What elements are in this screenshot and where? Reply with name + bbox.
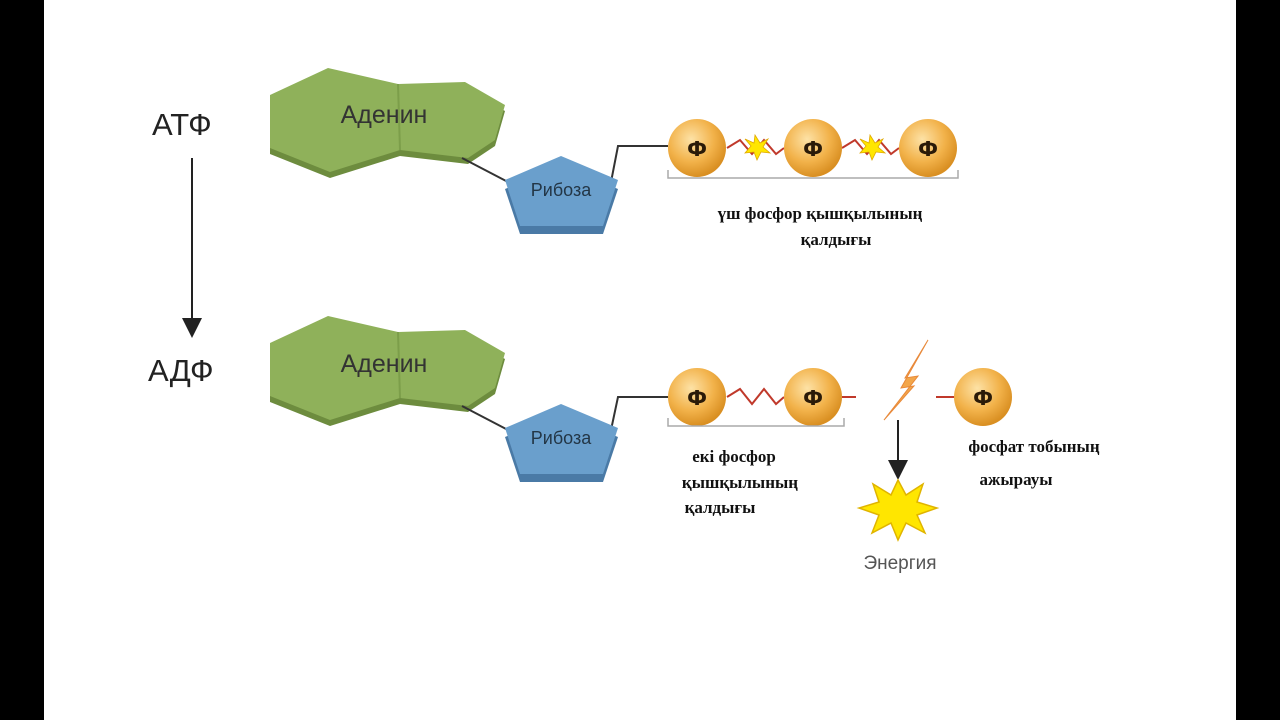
ribose-phosphate-bond	[610, 396, 668, 431]
ribose-label: Рибоза	[531, 180, 592, 200]
energy-label: Энергия	[863, 553, 936, 574]
phosphate-group: Ф	[899, 119, 957, 177]
detached-phosphate: Ф	[936, 368, 1012, 426]
svg-text:Ф: Ф	[687, 137, 707, 161]
svg-text:Ф: Ф	[803, 137, 823, 161]
adenine-molecule: Аденин	[270, 68, 505, 178]
phosphate-bracket	[667, 170, 959, 179]
phosphate-chain: Ф Ф Ф	[667, 119, 959, 179]
phosphate-group: Ф	[668, 119, 726, 177]
adp-caption-line2: қышқылының	[682, 473, 798, 492]
adp-caption-line1: екі фосфор	[692, 447, 776, 466]
phosphate-group: Ф	[668, 368, 726, 426]
ribose-label: Рибоза	[531, 428, 592, 448]
energy-burst-icon	[856, 478, 940, 542]
phosphate-group: Ф	[784, 119, 842, 177]
adenine-molecule: Аденин	[270, 316, 505, 426]
adenine-ribose-bond	[461, 157, 509, 183]
atp-caption-line2: қалдығы	[801, 230, 872, 249]
atp-label: АТФ	[152, 107, 212, 142]
svg-text:Ф: Ф	[687, 386, 707, 410]
lightning-icon	[883, 339, 929, 421]
detached-caption-line2: ажырауы	[980, 470, 1053, 489]
adenine-label: Аденин	[341, 350, 428, 378]
svg-text:Ф: Ф	[803, 386, 823, 410]
slide-canvas: АТФ Аденин Рибоза Ф Ф Ф	[44, 0, 1236, 720]
atp-caption-line1: үш фосфор қышқылының	[718, 204, 923, 223]
adenine-ribose-bond	[461, 405, 509, 431]
svg-text:Ф: Ф	[918, 137, 938, 161]
bond-spark-icon	[744, 133, 772, 161]
adp-label: АДФ	[148, 353, 214, 388]
phosphate-group: Ф	[784, 368, 842, 426]
phosphate-chain: Ф Ф	[667, 368, 856, 427]
atp-adp-diagram: АТФ Аденин Рибоза Ф Ф Ф	[148, 68, 1100, 574]
ribose-molecule: Рибоза	[505, 404, 618, 482]
ribose-phosphate-bond	[610, 145, 668, 183]
ribose-molecule: Рибоза	[505, 156, 618, 234]
bond-spark-icon	[859, 133, 887, 161]
svg-text:Ф: Ф	[973, 386, 993, 410]
phosphate-bracket	[667, 418, 845, 427]
adenine-label: Аденин	[341, 101, 428, 129]
adp-caption-line3: қалдығы	[685, 498, 756, 517]
detached-caption-line1: фосфат тобының	[968, 437, 1099, 456]
